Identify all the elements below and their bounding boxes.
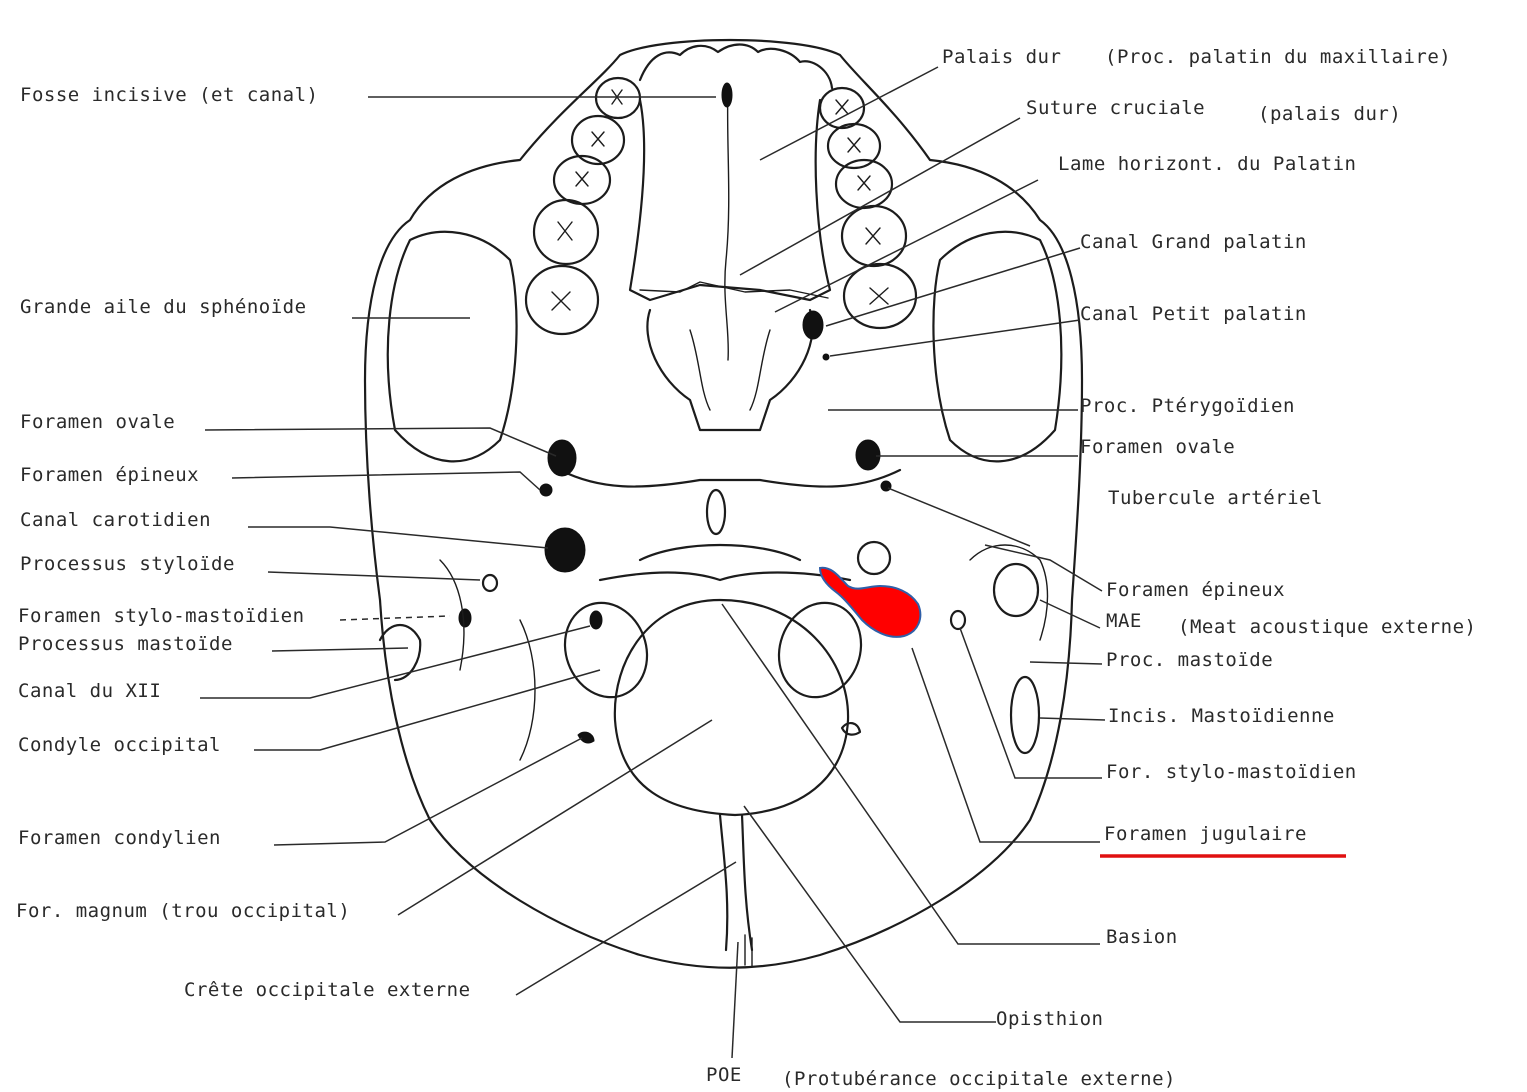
label-fosse-incisive: Fosse incisive (et canal): [20, 86, 318, 105]
label-palais-dur-paren: (palais dur): [1258, 105, 1401, 124]
label-for-magnum: For. magnum (trou occipital): [16, 902, 350, 921]
label-proc-pterygoidien: Proc. Ptérygoïdien: [1080, 397, 1295, 416]
right-leader-lines: [722, 67, 1105, 1058]
label-incis-mastoidienne: Incis. Mastoïdienne: [1108, 707, 1335, 726]
label-foramen-condylien: Foramen condylien: [18, 829, 221, 848]
label-suture-cruciale: Suture cruciale: [1026, 99, 1205, 118]
label-foramen-stylo-mastoidien-left: Foramen stylo-mastoïdien: [18, 607, 305, 626]
label-proc-palatin-maxillaire: (Proc. palatin du maxillaire): [1105, 48, 1451, 67]
label-for-stylo-mastoidien-right: For. stylo-mastoïdien: [1106, 763, 1357, 782]
hard-palate: [630, 100, 830, 300]
label-canal-petit-palatin: Canal Petit palatin: [1080, 305, 1307, 324]
label-protuberance-occipitale: (Protubérance occipitale externe): [782, 1070, 1176, 1089]
label-opisthion: Opisthion: [996, 1010, 1103, 1029]
foramen-magnum-outline: [615, 600, 848, 815]
label-processus-mastoide: Processus mastoïde: [18, 635, 233, 654]
label-condyle-occipital: Condyle occipital: [18, 736, 221, 755]
label-crete-occipitale: Crête occipitale externe: [184, 981, 471, 1000]
incisors: [640, 45, 832, 89]
foramen-jugulaire-highlight: [820, 568, 920, 637]
label-palais-dur: Palais dur: [942, 48, 1061, 67]
label-foramen-epineux-right: Foramen épineux: [1106, 581, 1285, 600]
label-meat-acoustique: (Meat acoustique externe): [1178, 618, 1476, 637]
left-leader-lines: [200, 97, 736, 995]
label-foramen-epineux-left: Foramen épineux: [20, 466, 199, 485]
label-foramen-ovale-left: Foramen ovale: [20, 413, 175, 432]
label-canal-xii: Canal du XII: [18, 682, 161, 701]
label-canal-grand-palatin: Canal Grand palatin: [1080, 233, 1307, 252]
label-foramen-jugulaire: Foramen jugulaire: [1104, 825, 1307, 844]
label-basion: Basion: [1106, 928, 1178, 947]
label-foramen-ovale-right: Foramen ovale: [1080, 438, 1235, 457]
left-teeth: [526, 78, 640, 334]
label-tubercule-arteriel: Tubercule artériel: [1108, 489, 1323, 508]
label-lame-horizont-palatin: Lame horizont. du Palatin: [1058, 155, 1356, 174]
label-proc-mastoide: Proc. mastoïde: [1106, 651, 1273, 670]
label-mae: MAE: [1106, 612, 1142, 631]
label-processus-styloide: Processus styloïde: [20, 555, 235, 574]
label-poe: POE: [706, 1066, 742, 1085]
label-grande-aile-sphenoide: Grande aile du sphénoïde: [20, 298, 307, 317]
label-canal-carotidien: Canal carotidien: [20, 511, 211, 530]
